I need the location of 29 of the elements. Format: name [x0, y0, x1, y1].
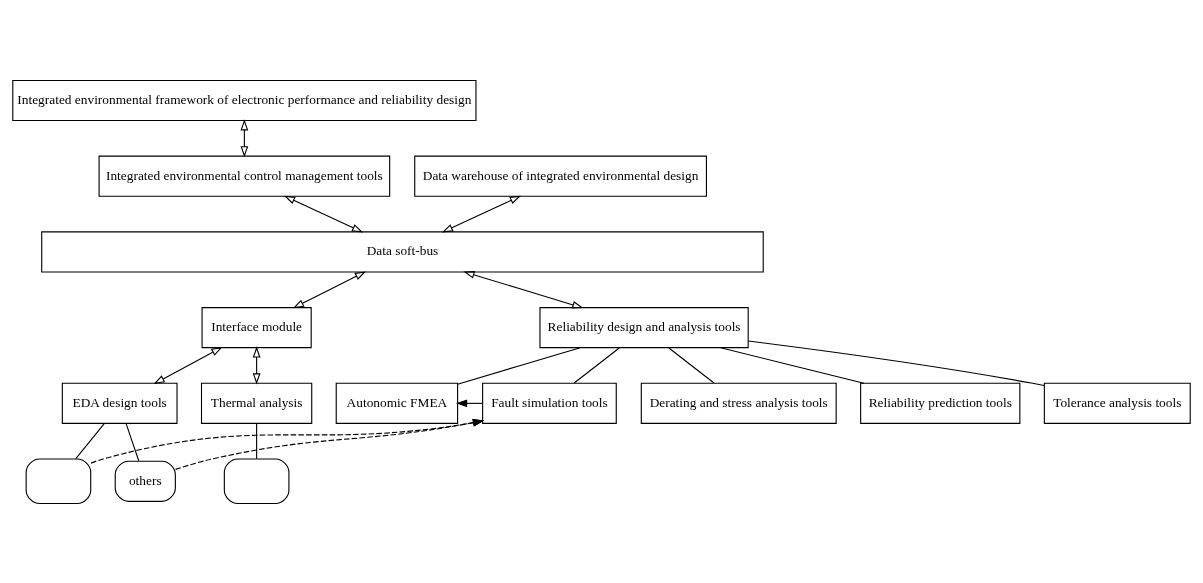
connector [573, 347, 620, 384]
connector [668, 347, 715, 384]
node-box: Integrated environmental control management tools [98, 155, 391, 197]
connector [747, 340, 1045, 386]
node-box: others [114, 460, 176, 502]
node-box: EDA design tools [61, 382, 178, 424]
node-box: Tolerance analysis tools [1043, 382, 1191, 424]
connector [125, 422, 140, 461]
node-box: Autonomic FMEA [335, 382, 459, 424]
node-box: Interface module [201, 306, 312, 348]
connector [75, 422, 105, 459]
connector [256, 422, 258, 459]
node-box [223, 457, 290, 504]
arrow [284, 195, 364, 232]
node-box [25, 457, 92, 504]
arrow [441, 195, 521, 232]
node-box: Thermal analysis [200, 382, 313, 424]
arrow [463, 270, 584, 309]
connector [720, 346, 865, 384]
node-box: Reliability prediction tools [860, 382, 1021, 424]
arrow [292, 270, 367, 308]
node-box: Data warehouse of integrated environmental design [414, 155, 707, 197]
node-box: Fault simulation tools [482, 382, 617, 424]
node-box: Data soft-bus [41, 230, 764, 272]
arrow [153, 346, 223, 384]
node-box: Integrated environmental framework of electronic performance and reliability design [12, 79, 477, 121]
connector [457, 346, 581, 385]
node-box: Derating and stress analysis tools [640, 382, 837, 424]
node-box: Reliability design and analysis tools [539, 306, 749, 348]
